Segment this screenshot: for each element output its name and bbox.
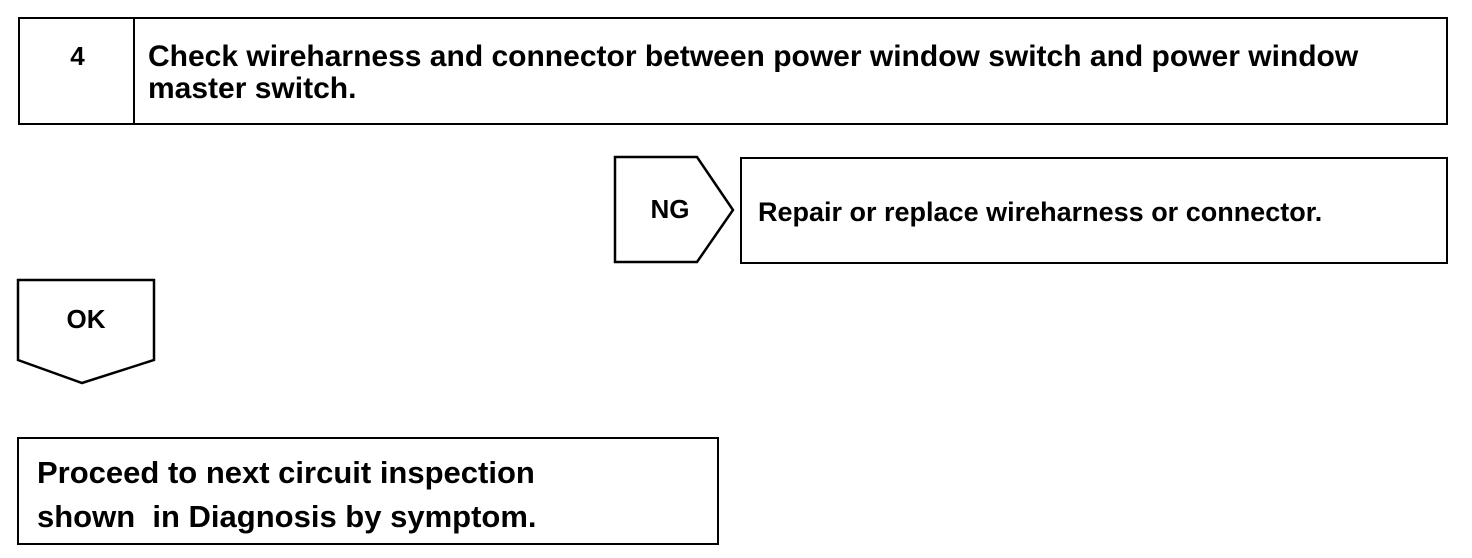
ok-label: OK xyxy=(66,304,106,334)
step-box: 4 Check wireharness and connector betwee… xyxy=(18,17,1448,125)
step-title: Check wireharness and connector between … xyxy=(148,40,1359,105)
step-number-cell: 4 xyxy=(20,19,135,123)
final-text-line2: shown in Diagnosis by symptom. xyxy=(37,499,537,534)
ng-result-text: Repair or replace wireharness or connect… xyxy=(758,197,1323,227)
ng-label: NG xyxy=(650,194,690,224)
final-box: Proceed to next circuit inspection shown… xyxy=(17,437,719,545)
final-text-line1: Proceed to next circuit inspection xyxy=(37,455,535,490)
final-text: Proceed to next circuit inspection shown… xyxy=(37,451,537,539)
ng-result-box: Repair or replace wireharness or connect… xyxy=(740,157,1448,264)
step-number: 4 xyxy=(70,41,85,71)
ok-arrow-shape xyxy=(16,278,156,385)
ng-arrow-shape xyxy=(613,155,735,264)
